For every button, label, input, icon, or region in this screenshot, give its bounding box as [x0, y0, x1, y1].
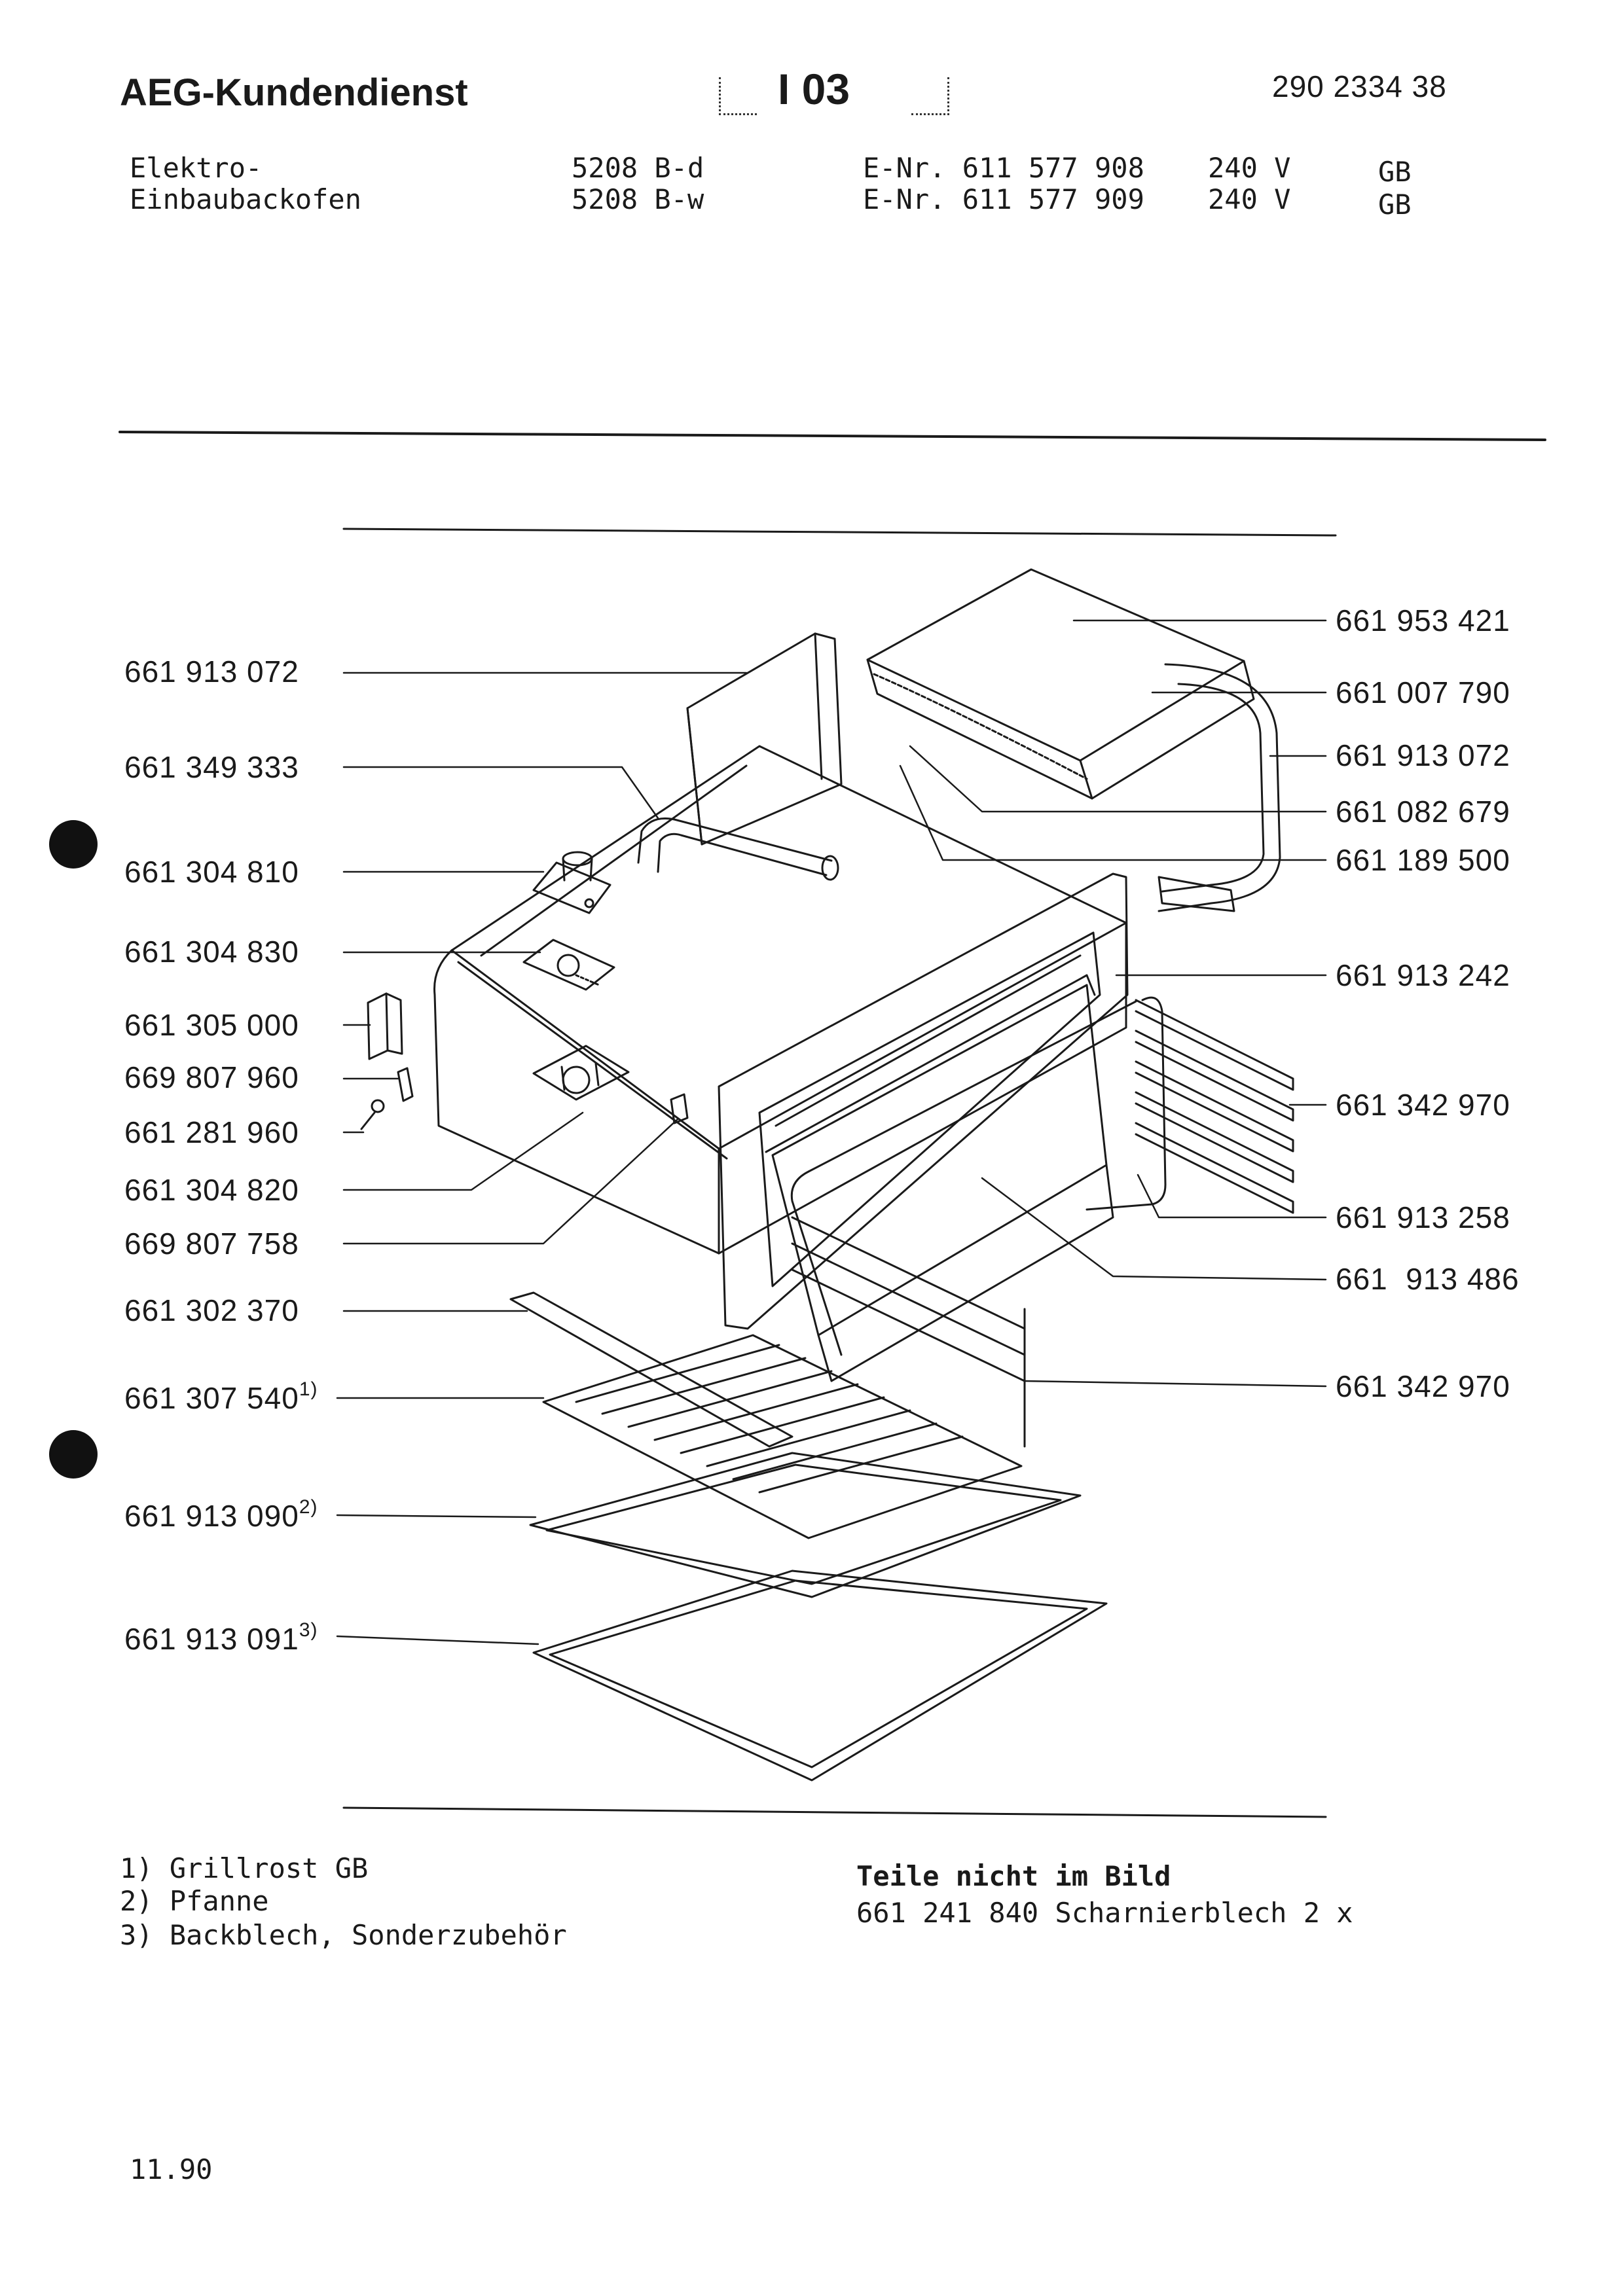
document-number: 290 2334 38: [1272, 69, 1447, 103]
model-2: 5208 B-w: [572, 183, 704, 215]
callout-left-3: 661 304 810: [124, 855, 299, 889]
callout-left-8: 661 304 820: [124, 1173, 299, 1207]
vent-pipe-part: [637, 817, 839, 881]
punch-hole-top: [49, 820, 98, 869]
rear-panel-part: [686, 632, 843, 846]
section-code: I 03: [778, 65, 850, 113]
callout-left-9: 669 807 758: [124, 1227, 299, 1261]
callout-left-13-footnote: 3): [299, 1619, 318, 1641]
front-frame-part: [718, 872, 1129, 1330]
baking-sheet-part: [532, 1570, 1108, 1782]
mounting-plate-part: [522, 939, 615, 991]
thermostat-knob-part: [532, 851, 611, 914]
enr-1: E-Nr. 611 577 908: [863, 152, 1144, 184]
callout-left-6: 669 807 960: [124, 1060, 299, 1094]
brand-title: AEG-Kundendienst: [120, 71, 468, 114]
leader-lines-left: [336, 672, 748, 1645]
footnote-2: 2) Pfanne: [120, 1885, 269, 1917]
callout-left-13: 661 913 0913): [124, 1619, 318, 1656]
callout-left-12: 661 913 0902): [124, 1496, 318, 1533]
insulation-block-part: [866, 568, 1255, 800]
callout-left-2: 661 349 333: [124, 750, 299, 784]
callout-left-11: 661 307 5401): [124, 1378, 318, 1415]
shelf-support-top-part: [1135, 999, 1294, 1214]
not-shown-line: 661 241 840 Scharnierblech 2 x: [856, 1897, 1353, 1929]
callouts-right: 661 953 421 661 007 790 661 913 072 661 …: [1336, 603, 1520, 1403]
header-rule: [119, 431, 1546, 441]
footnote-3: 3) Backblech, Sonderzubehör: [120, 1919, 567, 1951]
callout-left-10: 661 302 370: [124, 1293, 299, 1327]
enr-2: E-Nr. 611 577 909: [863, 183, 1144, 215]
callouts-left: 661 913 072 661 349 333 661 304 810 661 …: [124, 655, 318, 1656]
callout-left-11-footnote: 1): [299, 1378, 318, 1400]
grill-element-part: [790, 996, 1167, 1356]
product-line-1: Elektro-: [130, 152, 263, 184]
punch-hole-bottom: [49, 1430, 98, 1479]
callout-left-7: 661 281 960: [124, 1115, 299, 1149]
not-shown-title: Teile nicht im Bild: [856, 1860, 1171, 1892]
shelf-support-bottom-part: [791, 1216, 1026, 1448]
callout-right-7: 661 342 970: [1336, 1088, 1510, 1122]
product-line-2: Einbaubackofen: [130, 183, 362, 215]
callout-right-5: 661 189 500: [1336, 843, 1510, 877]
callout-right-3: 661 913 072: [1336, 738, 1510, 772]
model-1: 5208 B-d: [572, 152, 704, 184]
grill-rack-part: [542, 1334, 1023, 1539]
callout-right-1: 661 953 421: [1336, 603, 1510, 637]
country-2: GB: [1378, 188, 1412, 221]
voltage-2: 240 V: [1208, 183, 1291, 215]
screw-part: [360, 1099, 385, 1130]
issue-date: 11.90: [130, 2153, 213, 2185]
callout-left-11-number: 661 307 540: [124, 1381, 299, 1415]
callout-left-12-number: 661 913 090: [124, 1499, 299, 1533]
oven-body-part: [433, 745, 1127, 1255]
grill-tray-part: [509, 1291, 793, 1448]
callout-right-10: 661 342 970: [1336, 1369, 1510, 1403]
hinge-bracket-part: [532, 1045, 630, 1101]
callout-right-9: 661 913 486: [1336, 1262, 1520, 1296]
code-bracket-right: [911, 77, 949, 115]
side-bracket-part: [367, 992, 403, 1060]
voltage-1: 240 V: [1208, 152, 1291, 184]
country-1: GB: [1378, 156, 1412, 188]
callout-left-5: 661 305 000: [124, 1008, 299, 1042]
callout-left-1: 661 913 072: [124, 655, 299, 689]
oven-liner-part: [771, 984, 1114, 1382]
leader-lines-right: [899, 619, 1327, 1388]
diagram-bottom-rule: [342, 1806, 1327, 1818]
callout-left-4: 661 304 830: [124, 935, 299, 969]
clip-part: [397, 1067, 414, 1102]
callout-right-6: 661 913 242: [1336, 958, 1510, 992]
diagram-top-rule: [342, 528, 1337, 537]
callout-left-12-footnote: 2): [299, 1496, 318, 1518]
code-bracket-left: [719, 77, 757, 115]
callout-right-4: 661 082 679: [1336, 795, 1510, 829]
insulation-wrap-part: [1158, 663, 1281, 912]
square-clip-part: [670, 1093, 689, 1124]
roasting-pan-part: [529, 1452, 1082, 1598]
callout-left-13-number: 661 913 091: [124, 1622, 299, 1656]
callout-right-8: 661 913 258: [1336, 1200, 1510, 1234]
callout-right-2: 661 007 790: [1336, 675, 1510, 709]
footnote-1: 1) Grillrost GB: [120, 1852, 369, 1884]
